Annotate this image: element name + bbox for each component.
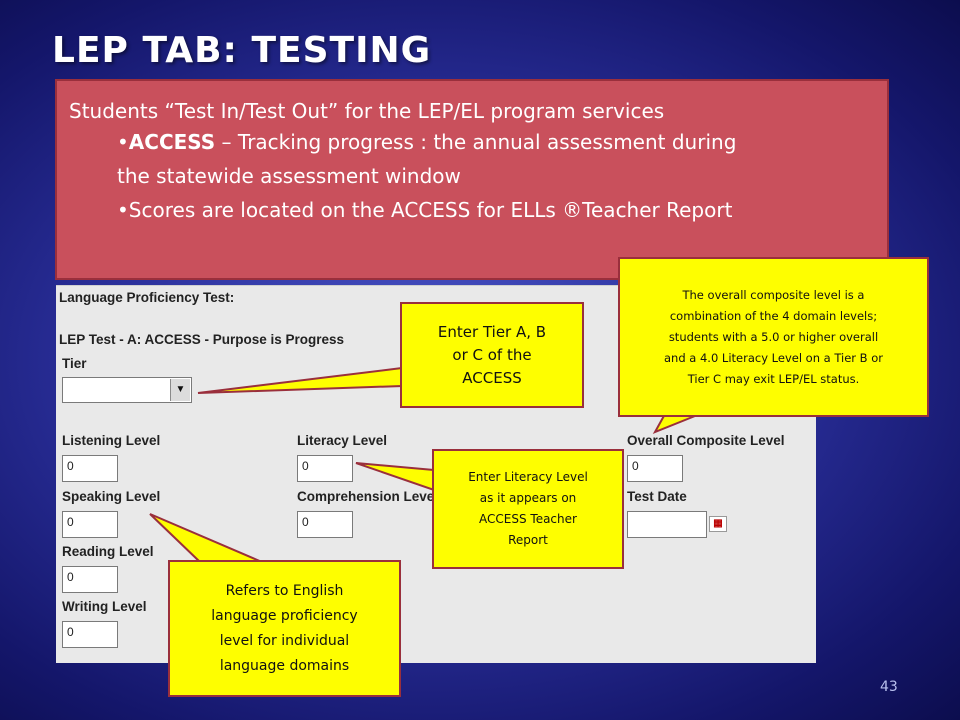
- reading-label: Reading Level: [62, 544, 154, 559]
- tier-callout-line: or C of the: [452, 345, 532, 364]
- overall-input[interactable]: 0: [627, 455, 683, 482]
- comprehension-input[interactable]: 0: [297, 511, 353, 538]
- tier-select[interactable]: ▼: [62, 377, 192, 403]
- listening-label: Listening Level: [62, 433, 161, 448]
- bullet-marker: •: [117, 198, 129, 222]
- tier-callout-line: ACCESS: [462, 368, 522, 387]
- overall-callout-line: The overall composite level is a: [682, 287, 865, 302]
- calendar-icon[interactable]: ▦: [709, 516, 727, 532]
- writing-label: Writing Level: [62, 599, 147, 614]
- literacy-callout-line: Report: [508, 533, 548, 547]
- chevron-down-icon[interactable]: ▼: [170, 379, 190, 401]
- intro-box: Students “Test In/Test Out” for the LEP/…: [55, 79, 889, 280]
- tier-callout-line: Enter Tier A, B: [437, 322, 547, 341]
- domains-callout-line: level for individual: [219, 632, 350, 649]
- literacy-callout: Enter Literacy Level as it appears on AC…: [432, 449, 624, 569]
- speaking-label: Speaking Level: [62, 489, 161, 504]
- intro-lead: Students “Test In/Test Out” for the LEP/…: [69, 99, 665, 123]
- bullet-access: •ACCESS – Tracking progress : the annual…: [69, 125, 875, 193]
- page-number: 43: [880, 679, 898, 695]
- comprehension-label: Comprehension Leve: [297, 489, 435, 504]
- literacy-callout-line: as it appears on: [479, 491, 577, 505]
- domains-callout-line: language domains: [219, 657, 350, 674]
- literacy-callout-line: Enter Literacy Level: [468, 470, 588, 484]
- tier-callout: Enter Tier A, B or C of the ACCESS: [400, 302, 584, 408]
- test-date-input[interactable]: [627, 511, 707, 538]
- bullet-marker: •: [117, 130, 129, 154]
- bullet-access-line2: the statewide assessment window: [117, 164, 461, 188]
- speaking-input[interactable]: 0: [62, 511, 118, 538]
- section-title: Language Proficiency Test:: [59, 290, 235, 305]
- test-date-label: Test Date: [627, 489, 687, 504]
- domains-callout-line: Refers to English: [225, 582, 344, 599]
- literacy-input[interactable]: 0: [297, 455, 353, 482]
- bullet-scores-text: Scores are located on the ACCESS for ELL…: [128, 198, 733, 222]
- overall-callout-line: Tier C may exit LEP/EL status.: [687, 371, 860, 386]
- literacy-callout-line: ACCESS Teacher: [479, 512, 577, 526]
- overall-label: Overall Composite Level: [627, 433, 785, 448]
- domains-callout-line: language proficiency: [211, 607, 358, 624]
- slide-title: LEP TAB: TESTING: [52, 30, 432, 71]
- overall-callout-line: and a 4.0 Literacy Level on a Tier B or: [663, 350, 883, 365]
- literacy-label: Literacy Level: [297, 433, 388, 448]
- tier-label: Tier: [62, 356, 87, 371]
- bullet-access-text: – Tracking progress : the annual assessm…: [215, 130, 737, 154]
- domains-callout: Refers to English language proficiency l…: [168, 560, 401, 697]
- overall-callout-line: students with a 5.0 or higher overall: [668, 329, 879, 344]
- listening-input[interactable]: 0: [62, 455, 118, 482]
- bullet-scores: •Scores are located on the ACCESS for EL…: [69, 193, 875, 227]
- overall-callout-line: combination of the 4 domain levels;: [669, 308, 878, 323]
- writing-input[interactable]: 0: [62, 621, 118, 648]
- test-heading: LEP Test - A: ACCESS - Purpose is Progre…: [59, 332, 345, 347]
- overall-callout: The overall composite level is a combina…: [618, 257, 929, 417]
- reading-input[interactable]: 0: [62, 566, 118, 593]
- bullet-access-bold: ACCESS: [128, 130, 216, 154]
